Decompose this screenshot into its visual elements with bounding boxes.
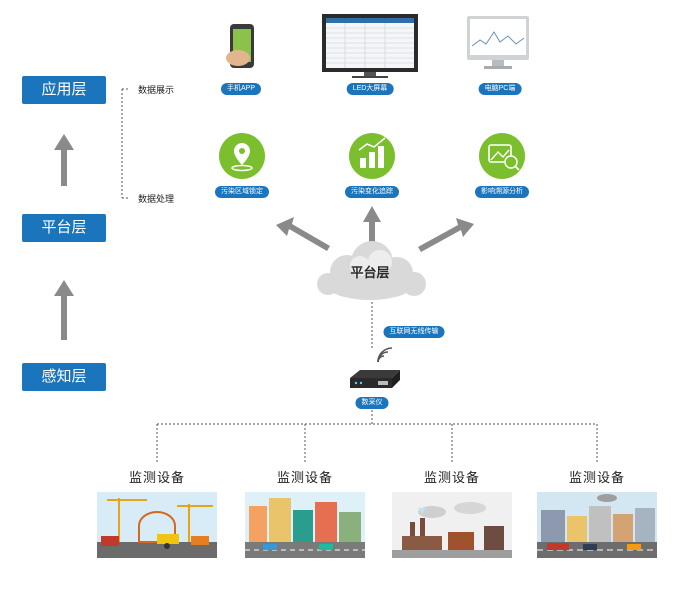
up-arrow-icon: [54, 280, 74, 340]
data-display-label: 数据展示: [138, 85, 175, 95]
location-pin-icon: [219, 133, 265, 179]
cloud-arrow-up: [363, 206, 381, 245]
pc-monitor-icon: [467, 16, 529, 69]
data-processing-label: 数据处理: [138, 194, 175, 204]
feature-pill-trace: 影响溯源分析: [475, 186, 529, 198]
application-layer-label: 应用层: [22, 76, 106, 104]
bracket-line: [121, 88, 130, 199]
wifi-signal-icon: [377, 347, 393, 363]
app-pill-pc: 电脑PC端: [478, 83, 522, 95]
city-street-scene: [245, 492, 365, 558]
transmission-pill: 互联网无线传输: [383, 326, 445, 338]
feature-pill-locate: 污染区域锁定: [215, 186, 269, 198]
app-pill-led: LED大屏幕: [346, 83, 394, 95]
town-road-scene: [537, 492, 657, 558]
feature-pill-track: 污染变化追踪: [345, 186, 399, 198]
device-title: 监测设备: [568, 470, 625, 485]
cloud-arrow-left: [276, 217, 330, 251]
industrial-factory-scene: [392, 492, 512, 558]
cloud-arrow-right: [418, 218, 474, 252]
perception-layer-label: 感知层: [22, 363, 106, 391]
factory-chart-icon: [349, 133, 395, 179]
device-title: 监测设备: [423, 470, 480, 485]
data-logger-device-icon: [350, 370, 400, 388]
device-title: 监测设备: [276, 470, 333, 485]
smartphone-icon: [226, 24, 254, 68]
device-title: 监测设备: [128, 470, 185, 485]
up-arrow-icon: [54, 134, 74, 186]
construction-site-scene: [97, 492, 217, 558]
platform-layer-label: 平台层: [22, 214, 106, 242]
cloud-platform-label: 平台层: [350, 265, 390, 280]
image-analysis-icon: [479, 133, 525, 179]
app-pill-mobile: 手机APP: [220, 83, 262, 95]
gateway-pill: 数采仪: [355, 397, 389, 409]
monitor-icon: [322, 14, 418, 78]
device-tree-lines: [156, 410, 598, 462]
